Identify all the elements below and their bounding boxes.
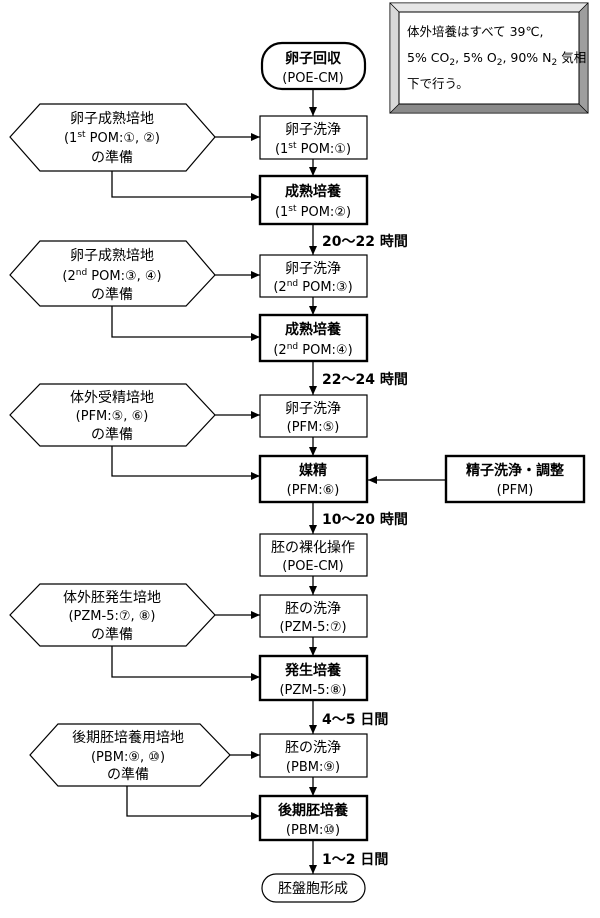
prep4-medium: (PZM-5:⑦, ⑧) [68, 609, 155, 624]
wash3-medium: (PFM:⑤) [287, 420, 340, 435]
blastocyst-title: 胚盤胞形成 [278, 881, 348, 897]
prep4-footer: の準備 [91, 627, 133, 643]
duration-2: 22～24 時間 [322, 371, 408, 388]
prep5-title: 後期胚培養用培地 [72, 729, 184, 746]
egg-retrieval-title: 卵子回収 [285, 50, 342, 67]
wash-box-1: 卵子洗浄 (1st POM:①) [259, 115, 368, 160]
wash2-title: 卵子洗浄 [285, 261, 341, 277]
duration-4: 4～5 日間 [322, 712, 388, 728]
ins-medium: (PFM:⑥) [287, 483, 340, 498]
wash-box-3: 卵子洗浄 (PFM:⑤) [259, 394, 368, 438]
denudation-box: 胚の裸化操作 (POE-CM) [259, 533, 368, 577]
late-medium: (PBM:⑩) [286, 823, 340, 838]
wash4-medium: (PZM-5:⑦) [279, 620, 346, 635]
note-line-2: 5% CO2, 5% O2, 90% N2 気相 [407, 50, 586, 68]
prep2-medium: (2nd POM:③, ④) [62, 268, 161, 284]
prep2-title: 卵子成熟培地 [70, 248, 154, 264]
prep5-footer: の準備 [107, 767, 149, 783]
late-title: 後期胚培養 [278, 802, 348, 819]
wash-box-2: 卵子洗浄 (2nd POM:③) [259, 254, 368, 298]
wash5-title: 胚の洗浄 [285, 740, 341, 756]
prep1-footer: の準備 [91, 150, 133, 166]
prep1-medium: (1st POM:①, ②) [64, 130, 160, 146]
dev-title: 発生培養 [284, 662, 341, 679]
duration-1: 20～22 時間 [322, 233, 408, 250]
sperm-medium: (PFM) [497, 483, 534, 498]
ins-title: 媒精 [298, 462, 327, 479]
wash2-medium: (2nd POM:③) [273, 279, 352, 295]
prep3-medium: (PFM:⑤, ⑥) [76, 409, 149, 424]
prep3-title: 体外受精培地 [70, 390, 154, 406]
prep2-footer: の準備 [91, 287, 133, 303]
mat2-medium: (2nd POM:④) [273, 342, 352, 358]
insemination-box: 媒精 (PFM:⑥) [258, 454, 369, 504]
note-line-3: 下で行う。 [407, 76, 469, 91]
prep-hexagon-2: 卵子成熟培地 (2nd POM:③, ④) の準備 [9, 240, 216, 307]
duration-3: 10～20 時間 [322, 511, 408, 528]
egg-retrieval-medium: (POE-CM) [282, 71, 343, 86]
blastocyst-terminator: 胚盤胞形成 [261, 873, 366, 903]
egg-retrieval-terminator: 卵子回収 (POE-CM) [260, 41, 367, 91]
prep-hexagon-5: 後期胚培養用培地 (PBM:⑨, ⑩) の準備 [29, 723, 231, 787]
mat2-title: 成熟培養 [285, 321, 341, 338]
mat1-title: 成熟培養 [285, 183, 341, 200]
denude-title: 胚の裸化操作 [271, 540, 355, 556]
connectors [111, 89, 446, 874]
conditions-note: 体外培養はすべて 39℃, 5% CO2, 5% O2, 90% N2 気相 下… [389, 2, 589, 114]
maturation-box-2: 成熟培養 (2nd POM:④) [258, 313, 369, 363]
development-box: 発生培養 (PZM-5:⑧) [258, 654, 369, 702]
sperm-prep-box: 精子洗浄・調整 (PFM) [444, 454, 586, 504]
wash1-medium: (1st POM:①) [275, 141, 351, 157]
prep4-title: 体外胚発生培地 [63, 590, 161, 606]
maturation-box-1: 成熟培養 (1st POM:②) [258, 174, 369, 226]
dev-medium: (PZM-5:⑧) [279, 683, 346, 698]
wash-box-5: 胚の洗浄 (PBM:⑨) [259, 733, 368, 778]
wash5-medium: (PBM:⑨) [286, 760, 340, 775]
denude-medium: (POE-CM) [282, 559, 343, 574]
prep-hexagon-4: 体外胚発生培地 (PZM-5:⑦, ⑧) の準備 [9, 583, 216, 647]
prep-hexagon-3: 体外受精培地 (PFM:⑤, ⑥) の準備 [9, 383, 216, 447]
prep3-footer: の準備 [91, 427, 133, 443]
duration-5: 1～2 日間 [322, 852, 388, 868]
wash3-title: 卵子洗浄 [285, 401, 341, 417]
mat1-medium: (1st POM:②) [275, 204, 351, 220]
prep5-medium: (PBM:⑨, ⑩) [91, 750, 165, 765]
sperm-title: 精子洗浄・調整 [466, 462, 565, 479]
wash-box-4: 胚の洗浄 (PZM-5:⑦) [259, 594, 368, 638]
wash4-title: 胚の洗浄 [285, 601, 341, 617]
note-line-1: 体外培養はすべて 39℃, [407, 24, 544, 39]
wash1-title: 卵子洗浄 [285, 122, 341, 138]
prep-hexagon-1: 卵子成熟培地 (1st POM:①, ②) の準備 [9, 103, 216, 172]
late-culture-box: 後期胚培養 (PBM:⑩) [258, 794, 369, 842]
prep1-title: 卵子成熟培地 [70, 111, 154, 127]
